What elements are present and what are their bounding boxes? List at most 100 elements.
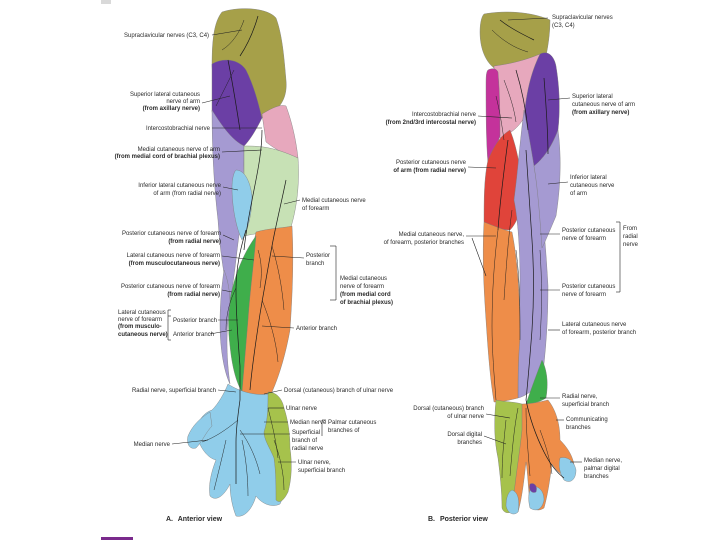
b-label-radial-sup-2: superficial branch (562, 402, 609, 408)
b-label-supraclavicular-1: Supraclavicular nerves (552, 15, 613, 21)
a-label-med-cut-forearm-1: Medial cutaneous nerve (302, 198, 366, 204)
a-label-posterior-branch-r1: Posterior (306, 253, 330, 259)
b-label-sup-lat-1: Superior lateral (572, 94, 613, 100)
a-label-radial-superficial: Radial nerve, superficial branch (132, 388, 216, 394)
posterior-inf-lat-region (533, 129, 561, 249)
a-label-anterior-branch-r: Anterior branch (296, 326, 337, 332)
a-label-median-nerve-left: Median nerve (134, 442, 171, 448)
a-label-median-nerve: Median nerve (290, 420, 327, 426)
b-label-communicating-2: branches (566, 425, 591, 431)
b-label-med-cut-1: Medial cutaneous nerve, (399, 232, 465, 238)
a-label-post-cut-forearm-2: (from radial nerve) (168, 239, 221, 245)
a-label-med-cut-forearm-2: of forearm (302, 206, 329, 212)
a-caption-letter: A. (166, 516, 173, 523)
b-label-supraclavicular-2: (C3, C4) (552, 23, 575, 29)
b-label-from-3: nerve (623, 242, 639, 248)
a-label-med-cut-arm-1: Medial cutaneous nerve of arm (138, 147, 220, 153)
posterior-small-accent (529, 483, 537, 493)
posterior-nerve-lines (491, 19, 565, 479)
b-caption: B. Posterior view (428, 516, 488, 523)
a-label-lat-cut-forearm-1: Lateral cutaneous nerve of forearm (127, 253, 220, 259)
a-label-med-cut-long-1: Medial cutaneous (340, 276, 387, 282)
b-label-sup-lat-3: (from axillary nerve) (572, 110, 629, 116)
a-label-anterior-branch: Anterior branch (173, 332, 214, 338)
a-label-sup-lat-3: (from axillary nerve) (143, 106, 200, 112)
b-label-inf-lat-2: cutaneous nerve (570, 183, 615, 189)
b-label-post-cut-arm-2: of arm (from radial nerve) (393, 168, 466, 174)
anterior-medial-cut-arm-region (243, 145, 299, 237)
a-label-lat-cut-branch-4: cutaneous nerve) (118, 332, 168, 338)
anterior-lateral-forearm-region (228, 235, 257, 393)
a-label-dorsal-ulnar: Dorsal (cutaneous) branch of ulnar nerve (284, 388, 394, 394)
b-label-post-cut-forearm-2: nerve of forearm (562, 236, 606, 242)
a-label-post-cut-forearm-b-2: (from radial nerve) (167, 292, 220, 298)
b-label-dorsal-digital-2: branches (457, 440, 482, 446)
b-label-inf-lat-3: of arm (570, 191, 587, 197)
a-label-ulnar-sup-1: Ulnar nerve, (298, 460, 331, 466)
a-label-palmar-1: Palmar cutaneous (328, 420, 376, 426)
b-label-post-cut-forearm-1: Posterior cutaneous (562, 228, 615, 234)
anterior-lateral-arm-region (231, 169, 253, 241)
b-label-post-cut-forearm-b-2: nerve of forearm (562, 292, 606, 298)
b-label-dorsal-branch-2: of ulnar nerve (447, 414, 484, 420)
b-label-post-cut-forearm-b-1: Posterior cutaneous (562, 284, 615, 290)
b-label-communicating-1: Communicating (566, 417, 608, 423)
a-label-posterior-branch: Posterior branch (173, 318, 217, 324)
a-label-lat-cut-branch-2: nerve of forearm (118, 317, 162, 323)
a-label-med-cut-long-2: nerve of forearm (340, 284, 384, 290)
a-label-med-cut-long-3: (from medial cord (340, 292, 391, 298)
a-label-intercostobrachial: Intercostobrachial nerve (146, 126, 211, 132)
b-label-from-2: radial (623, 234, 638, 240)
a-caption-text: Anterior view (178, 516, 223, 523)
a-label-posterior-branch-r2: branch (306, 261, 324, 267)
top-stripe (101, 0, 111, 4)
b-caption-text: Posterior view (440, 516, 488, 523)
a-label-post-cut-forearm-b-1: Posterior cutaneous nerve of forearm (121, 284, 220, 290)
b-label-from-1: From (623, 226, 637, 232)
anterior-view: Supraclavicular nerves (C3, C4) Superior… (115, 8, 394, 523)
a-label-ulnar-nerve: Ulnar nerve (286, 406, 318, 412)
b-label-inf-lat-1: Inferior lateral (570, 175, 607, 181)
b-label-median-palmar-3: branches (584, 474, 609, 480)
a-label-sup-lat-2: nerve of arm (166, 99, 200, 105)
a-label-lat-cut-branch-1: Lateral cutaneous (118, 310, 166, 316)
posterior-view: Supraclavicular nerves (C3, C4) Superior… (384, 11, 639, 523)
b-label-intercosto-1: Intercostobrachial nerve (412, 112, 477, 118)
a-label-supraclavicular: Supraclavicular nerves (C3, C4) (124, 33, 209, 39)
a-label-med-cut-long-4: of brachial plexus) (340, 300, 393, 306)
b-label-lat-cut-1: Lateral cutaneous nerve (562, 322, 627, 328)
b-label-sup-lat-2: cutaneous nerve of arm (572, 102, 635, 108)
b-label-intercosto-2: (from 2nd/3rd intercostal nerve) (386, 120, 476, 126)
b-label-post-cut-arm-1: Posterior cutaneous nerve (396, 160, 467, 166)
a-label-ulnar-sup-2: superficial branch (298, 468, 345, 474)
a-label-palmar-2: branches of (328, 428, 360, 434)
a-caption: A. Anterior view (166, 516, 223, 523)
b-label-radial-sup-1: Radial nerve, (562, 394, 598, 400)
b-label-median-palmar-1: Median nerve, (584, 458, 622, 464)
a-label-post-cut-forearm-1: Posterior cutaneous nerve of forearm (122, 231, 221, 237)
a-label-sup-lat-1: Superior lateral cutaneous (130, 92, 200, 98)
posterior-labels: Supraclavicular nerves (C3, C4) Superior… (384, 15, 639, 523)
b-label-med-cut-2: of forearm, posterior branches (384, 240, 464, 246)
b-caption-letter: B. (428, 516, 435, 523)
a-label-sup-branch-1: Superficial (292, 430, 320, 436)
anterior-post-cut-forearm-region (219, 269, 231, 385)
anterior-leader-lines (167, 29, 337, 463)
a-label-inf-lat-1: Inferior lateral cutaneous nerve (138, 183, 221, 189)
posterior-medial-forearm-region (482, 221, 521, 403)
b-label-dorsal-branch-1: Dorsal (cutaneous) branch (413, 406, 484, 412)
a-label-sup-branch-2: branch of (292, 438, 317, 444)
a-label-inf-lat-2: of arm (from radial nerve) (153, 191, 221, 197)
a-label-sup-branch-3: radial nerve (292, 446, 324, 452)
a-label-lat-cut-branch-3: (from musculo- (118, 324, 162, 330)
b-label-median-palmar-2: palmar digital (584, 466, 620, 472)
anterior-labels: Supraclavicular nerves (C3, C4) Superior… (115, 33, 394, 523)
bottom-accent-bar (101, 537, 133, 540)
b-label-dorsal-digital-1: Dorsal digital (447, 432, 482, 438)
a-label-lat-cut-forearm-2: (from musculocutaneous nerve) (129, 261, 220, 267)
posterior-leader-lines (466, 17, 621, 463)
posterior-median-fingertips-region (505, 457, 577, 515)
anterior-thumb-region (187, 411, 213, 449)
b-label-lat-cut-2: of forearm, posterior branch (562, 330, 636, 336)
